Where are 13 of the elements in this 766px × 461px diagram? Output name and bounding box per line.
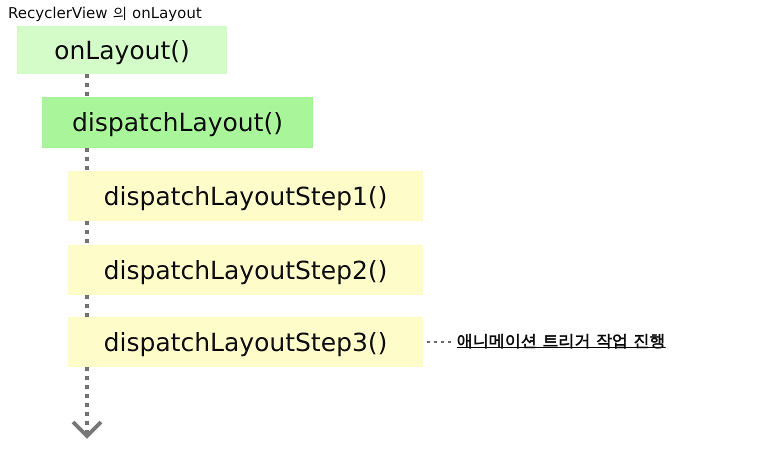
function-box: dispatchLayoutStep1() — [68, 171, 423, 221]
connector-line — [85, 74, 89, 97]
function-box: dispatchLayoutStep2() — [68, 245, 423, 295]
connector-line — [85, 148, 89, 171]
connector-line — [85, 221, 89, 245]
function-box: dispatchLayout() — [42, 97, 313, 148]
function-box: dispatchLayoutStep3() — [68, 317, 423, 367]
connector-line — [427, 341, 451, 343]
arrow — [71, 367, 103, 438]
function-box: onLayout() — [17, 26, 227, 74]
diagram-title: RecyclerView 의 onLayout — [8, 4, 202, 23]
connector-line — [85, 295, 89, 317]
note-text: 애니메이션 트리거 작업 진행 — [457, 331, 666, 352]
